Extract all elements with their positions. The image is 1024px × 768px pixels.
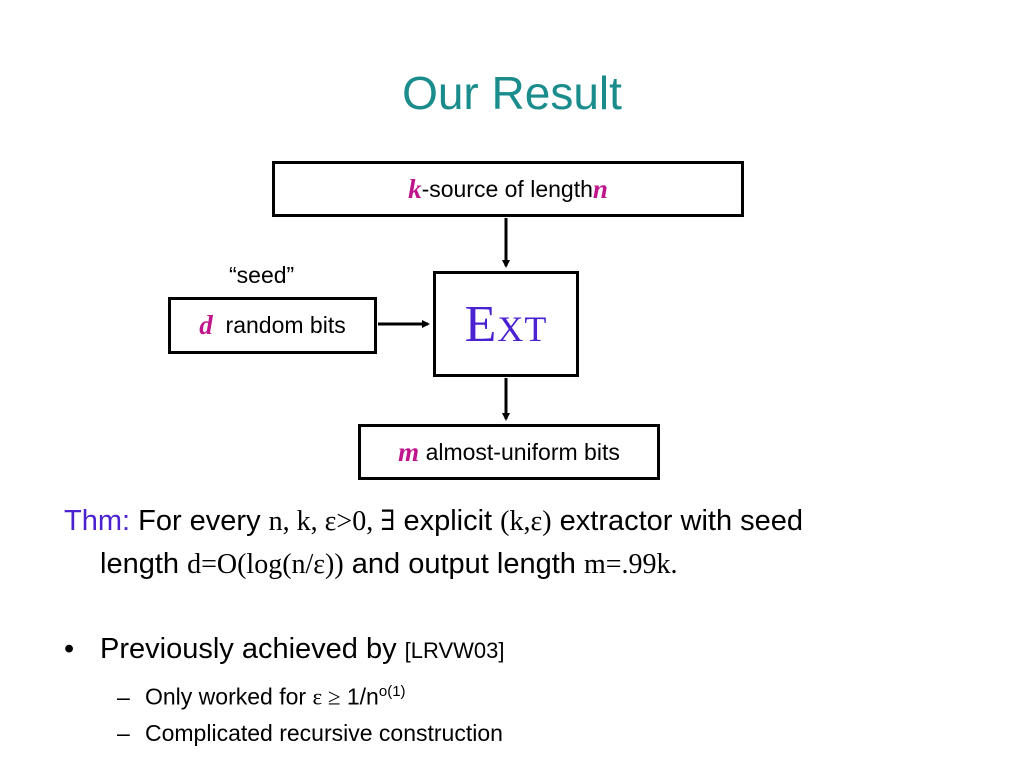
seed-caption: “seed” (229, 262, 295, 288)
output-m-var: m (398, 436, 420, 467)
theorem-statement: Thm: For every n, k, ε>0, ∃ explicit (k,… (64, 500, 964, 586)
ext-box: Ext (433, 271, 579, 377)
source-box: k-source of length n (272, 161, 744, 217)
sub-bullet-text: 1/n (340, 683, 379, 710)
theorem-line-1: Thm: For every n, k, ε>0, ∃ explicit (k,… (64, 500, 964, 543)
output-box: m almost-uniform bits (358, 424, 660, 480)
bullet-text: Previously achieved by (100, 633, 405, 665)
sub-bullet-construction: –Complicated recursive construction (117, 717, 503, 749)
sub-bullet-epsilon: –Only worked for ε ≥ 1/no(1) (117, 676, 406, 714)
theorem-text: length (100, 548, 188, 580)
source-n-var: n (592, 173, 608, 204)
theorem-label: Thm: (64, 505, 131, 537)
sub-bullet-exponent: o(1) (378, 683, 406, 700)
slide-title: Our Result (402, 67, 622, 119)
seed-label: random bits (225, 312, 346, 338)
theorem-text: and output length (343, 548, 584, 580)
output-label: almost-uniform bits (425, 438, 620, 465)
bullet-previous-work: • Previously achieved by [LRVW03] (64, 628, 505, 672)
sub-bullet-text: Only worked for (145, 683, 313, 710)
sub-bullet-text: Complicated recursive construction (145, 720, 503, 746)
theorem-line-2: length d=O(log(n/ε)) and output length m… (64, 543, 964, 586)
sub-bullet-math: ε ≥ (312, 684, 341, 710)
bullet-marker: • (64, 633, 75, 665)
theorem-math: d=O(log(n/ε)) (187, 549, 344, 580)
theorem-text: extractor with seed (551, 505, 804, 537)
theorem-text: For every (130, 505, 269, 537)
seed-box: d random bits (168, 297, 377, 354)
sub-bullet-marker: – (117, 720, 130, 746)
theorem-math: (k,ε) (500, 506, 552, 537)
source-k-var: k (408, 173, 422, 204)
ext-label: Ext (464, 295, 548, 353)
theorem-math: n, k, ε>0, ∃ (268, 506, 396, 537)
source-label: -source of length (421, 175, 593, 202)
sub-bullet-marker: – (117, 683, 130, 710)
theorem-text: explicit (395, 505, 501, 537)
theorem-math: m=.99k. (583, 549, 678, 580)
seed-d-var: d (199, 310, 213, 340)
citation: [LRVW03] (404, 638, 505, 663)
